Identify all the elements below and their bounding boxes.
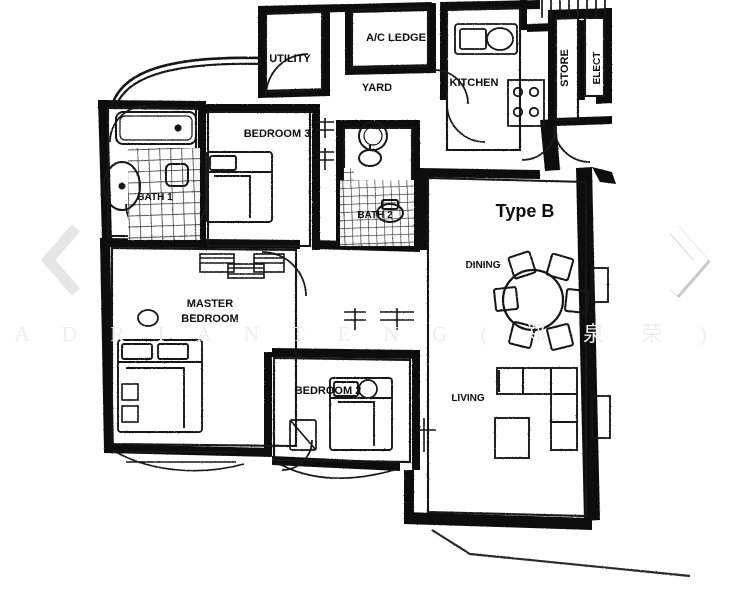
room-labels: UTILITY A/C LEDGE YARD KITCHEN STORE ELE…	[137, 32, 603, 404]
room-label-master-bedroom-line1: MASTER	[187, 298, 234, 310]
room-label-bedroom-3: BEDROOM 3	[244, 128, 311, 140]
room-label-utility: UTILITY	[269, 53, 311, 65]
room-label-master-bedroom-line2: BEDROOM	[181, 313, 238, 325]
bed-bedroom-3	[205, 151, 273, 223]
room-label-bath-2: BATH 2	[357, 210, 393, 221]
chevron-right-icon[interactable]	[655, 218, 715, 302]
bed-bedroom-2	[329, 377, 393, 451]
kitchen-counter	[446, 98, 500, 151]
side-table-master	[121, 383, 139, 423]
top-arc-wall	[110, 56, 263, 107]
room-label-kitchen: KITCHEN	[450, 77, 499, 89]
bed-master-bedroom	[117, 339, 203, 433]
plan-type-title: Type B	[496, 201, 555, 221]
kitchen-sink	[454, 23, 518, 55]
next-image-button[interactable]	[655, 218, 715, 302]
kitchen-hob	[507, 79, 545, 127]
side-table-bedroom-2	[289, 379, 378, 451]
balcony-living	[431, 529, 691, 578]
dining-table	[501, 268, 565, 332]
sofa-living	[496, 367, 578, 451]
wc-bath-1	[165, 163, 189, 187]
room-label-bedroom-2: BEDROOM 2	[295, 385, 362, 397]
room-label-bath-1: BATH 1	[137, 192, 173, 203]
room-label-elect: ELECT	[592, 52, 603, 85]
bathtub-bath-1	[115, 111, 197, 145]
wardrobe-bedroom-3	[199, 253, 285, 273]
wardrobe-master-bedroom	[227, 263, 265, 279]
wc-bath-2	[376, 199, 404, 223]
previous-image-button[interactable]	[34, 218, 94, 302]
window-bedroom-3	[316, 118, 334, 170]
chevron-left-icon[interactable]	[34, 218, 94, 302]
dressing-stool-master	[137, 309, 159, 327]
interior-partitions	[106, 6, 606, 518]
dining-chairs	[493, 250, 590, 351]
room-label-ac-ledge: A/C LEDGE	[366, 32, 426, 44]
shower-bath-2	[358, 121, 388, 151]
room-label-dining: DINING	[466, 260, 501, 271]
room-label-yard: YARD	[362, 82, 392, 94]
wash-basin-bath-1	[103, 161, 141, 211]
room-label-store: STORE	[559, 49, 571, 87]
room-label-living: LIVING	[451, 393, 485, 404]
coffee-table-living	[494, 417, 530, 459]
yard-floor-tiles	[344, 168, 354, 180]
window-master-bedroom	[111, 449, 245, 472]
window-bedroom-2	[275, 308, 436, 479]
wall-hatch-marks	[541, 0, 606, 520]
